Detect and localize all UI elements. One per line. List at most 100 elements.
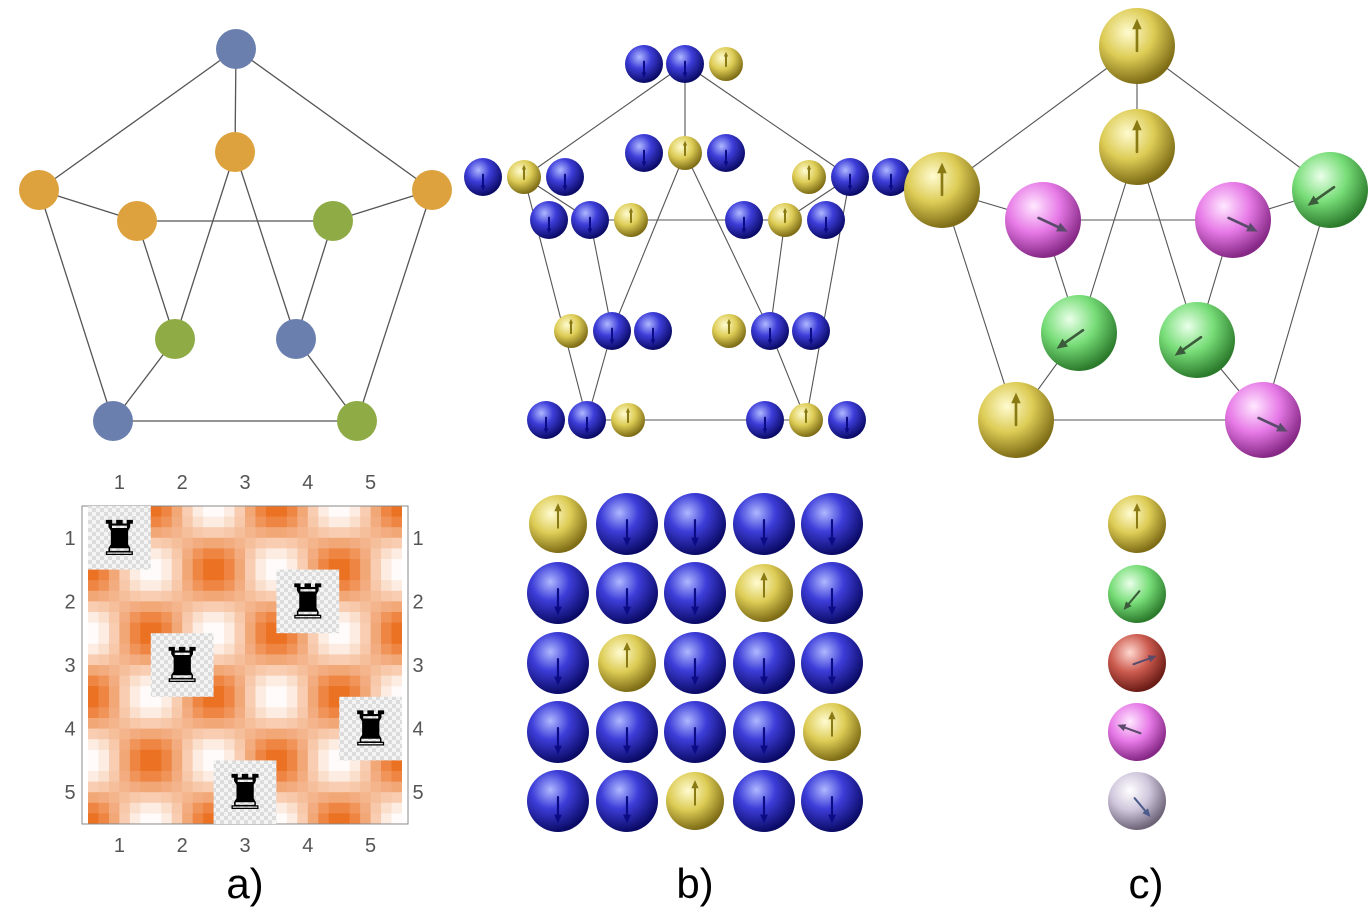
spin-down-sphere	[664, 632, 726, 694]
spin-down-sphere	[666, 45, 704, 83]
spin-color-sphere	[1108, 634, 1166, 692]
graph-edge	[684, 152, 771, 332]
panel-label-b: b)	[676, 860, 713, 907]
spin-vector-sphere	[1292, 152, 1368, 228]
board-col-label: 5	[365, 472, 376, 494]
graph-edge	[38, 48, 237, 191]
spin-color-sphere	[1108, 703, 1166, 761]
board-row-label: 4	[412, 719, 423, 741]
spin-down-sphere	[801, 562, 863, 624]
rook-cell	[213, 760, 277, 824]
spin-vector-sphere	[1041, 295, 1117, 371]
spin-down-sphere	[801, 632, 863, 694]
graph-node	[19, 170, 59, 210]
rook-icon: ♜	[349, 702, 392, 758]
graph-edge	[1262, 189, 1331, 421]
spin-down-sphere	[593, 312, 631, 350]
spin-up-sphere	[768, 203, 802, 237]
spin-up-sphere	[712, 314, 746, 348]
board-col-label: 3	[239, 472, 250, 494]
spin-up-sphere	[611, 403, 645, 437]
spin-down-sphere	[596, 562, 658, 624]
spin-down-sphere	[530, 201, 568, 239]
spin-color-sphere	[1108, 772, 1166, 830]
graph-node	[337, 401, 377, 441]
graph-edge	[38, 189, 114, 422]
spin-down-sphere	[464, 158, 502, 196]
board-row-label: 3	[64, 655, 75, 677]
graph-edge	[611, 152, 686, 332]
rook-icon: ♜	[286, 574, 329, 630]
spin-up-sphere	[598, 634, 656, 692]
spin-up-sphere	[789, 403, 823, 437]
board-row-label: 3	[412, 655, 423, 677]
rook-cell	[276, 569, 340, 634]
spin-up-sphere	[709, 47, 743, 81]
rook-icon: ♜	[223, 765, 266, 821]
board-row-label: 1	[412, 528, 423, 550]
rook-cell	[339, 696, 402, 761]
spin-down-sphere	[733, 493, 795, 555]
board-col-label: 1	[114, 835, 125, 857]
spin-down-sphere	[527, 632, 589, 694]
spin-down-sphere	[801, 493, 863, 555]
spin-grid-5x5	[527, 493, 863, 832]
spin-up-sphere	[614, 203, 648, 237]
spin-up-sphere	[554, 314, 588, 348]
rook-icon: ♜	[161, 638, 204, 694]
spin-down-sphere	[625, 134, 663, 172]
spin-down-sphere	[872, 158, 910, 196]
spin-color-column	[1108, 495, 1166, 830]
graph-edge	[941, 45, 1138, 191]
spin-down-sphere	[568, 401, 606, 439]
board-col-label: 2	[177, 472, 188, 494]
board-col-label: 2	[177, 835, 188, 857]
spin-down-sphere	[733, 770, 795, 832]
spin-up-sphere	[529, 495, 587, 553]
rook-icon: ♜	[98, 511, 141, 567]
spin-down-sphere	[831, 158, 869, 196]
spin-up-sphere	[666, 772, 724, 830]
spin-down-sphere	[634, 312, 672, 350]
spin-down-sphere	[751, 312, 789, 350]
spin-vector-sphere	[1159, 302, 1235, 378]
spin-down-sphere	[664, 493, 726, 555]
graph-edge	[684, 63, 851, 178]
graph-edge	[235, 48, 433, 191]
spin-down-sphere	[792, 312, 830, 350]
graph-node	[276, 319, 316, 359]
spin-color-sphere	[1108, 495, 1166, 553]
board-col-label: 1	[114, 472, 125, 494]
board-row-label: 2	[64, 591, 75, 613]
rook-cell	[150, 633, 214, 697]
spin-down-sphere	[596, 493, 658, 555]
panel-label-c: c)	[1129, 860, 1164, 907]
board-row-label: 2	[412, 591, 423, 613]
graph-edge	[1136, 45, 1331, 191]
spin-down-sphere	[725, 201, 763, 239]
spin-down-sphere	[527, 401, 565, 439]
spin-down-sphere	[571, 201, 609, 239]
spin-down-sphere	[828, 401, 866, 439]
petersen-graph-spin-triples	[464, 45, 910, 439]
spin-up-sphere	[735, 564, 793, 622]
graph-node	[216, 29, 256, 69]
spin-up-sphere	[507, 160, 541, 194]
spin-down-sphere	[733, 701, 795, 763]
spin-down-sphere	[707, 134, 745, 172]
spin-down-sphere	[801, 770, 863, 832]
graph-node	[313, 201, 353, 241]
board-row-label: 5	[64, 782, 75, 804]
graph-node	[93, 401, 133, 441]
spin-down-sphere	[664, 701, 726, 763]
graph-edge	[523, 63, 686, 178]
petersen-graph-spin-vectors	[904, 8, 1368, 458]
graph-edge	[295, 220, 334, 340]
board-col-label: 5	[365, 835, 376, 857]
spin-vector-sphere	[1099, 8, 1175, 84]
graph-node	[215, 132, 255, 172]
board-row-label: 1	[64, 528, 75, 550]
board-col-label: 3	[239, 835, 250, 857]
